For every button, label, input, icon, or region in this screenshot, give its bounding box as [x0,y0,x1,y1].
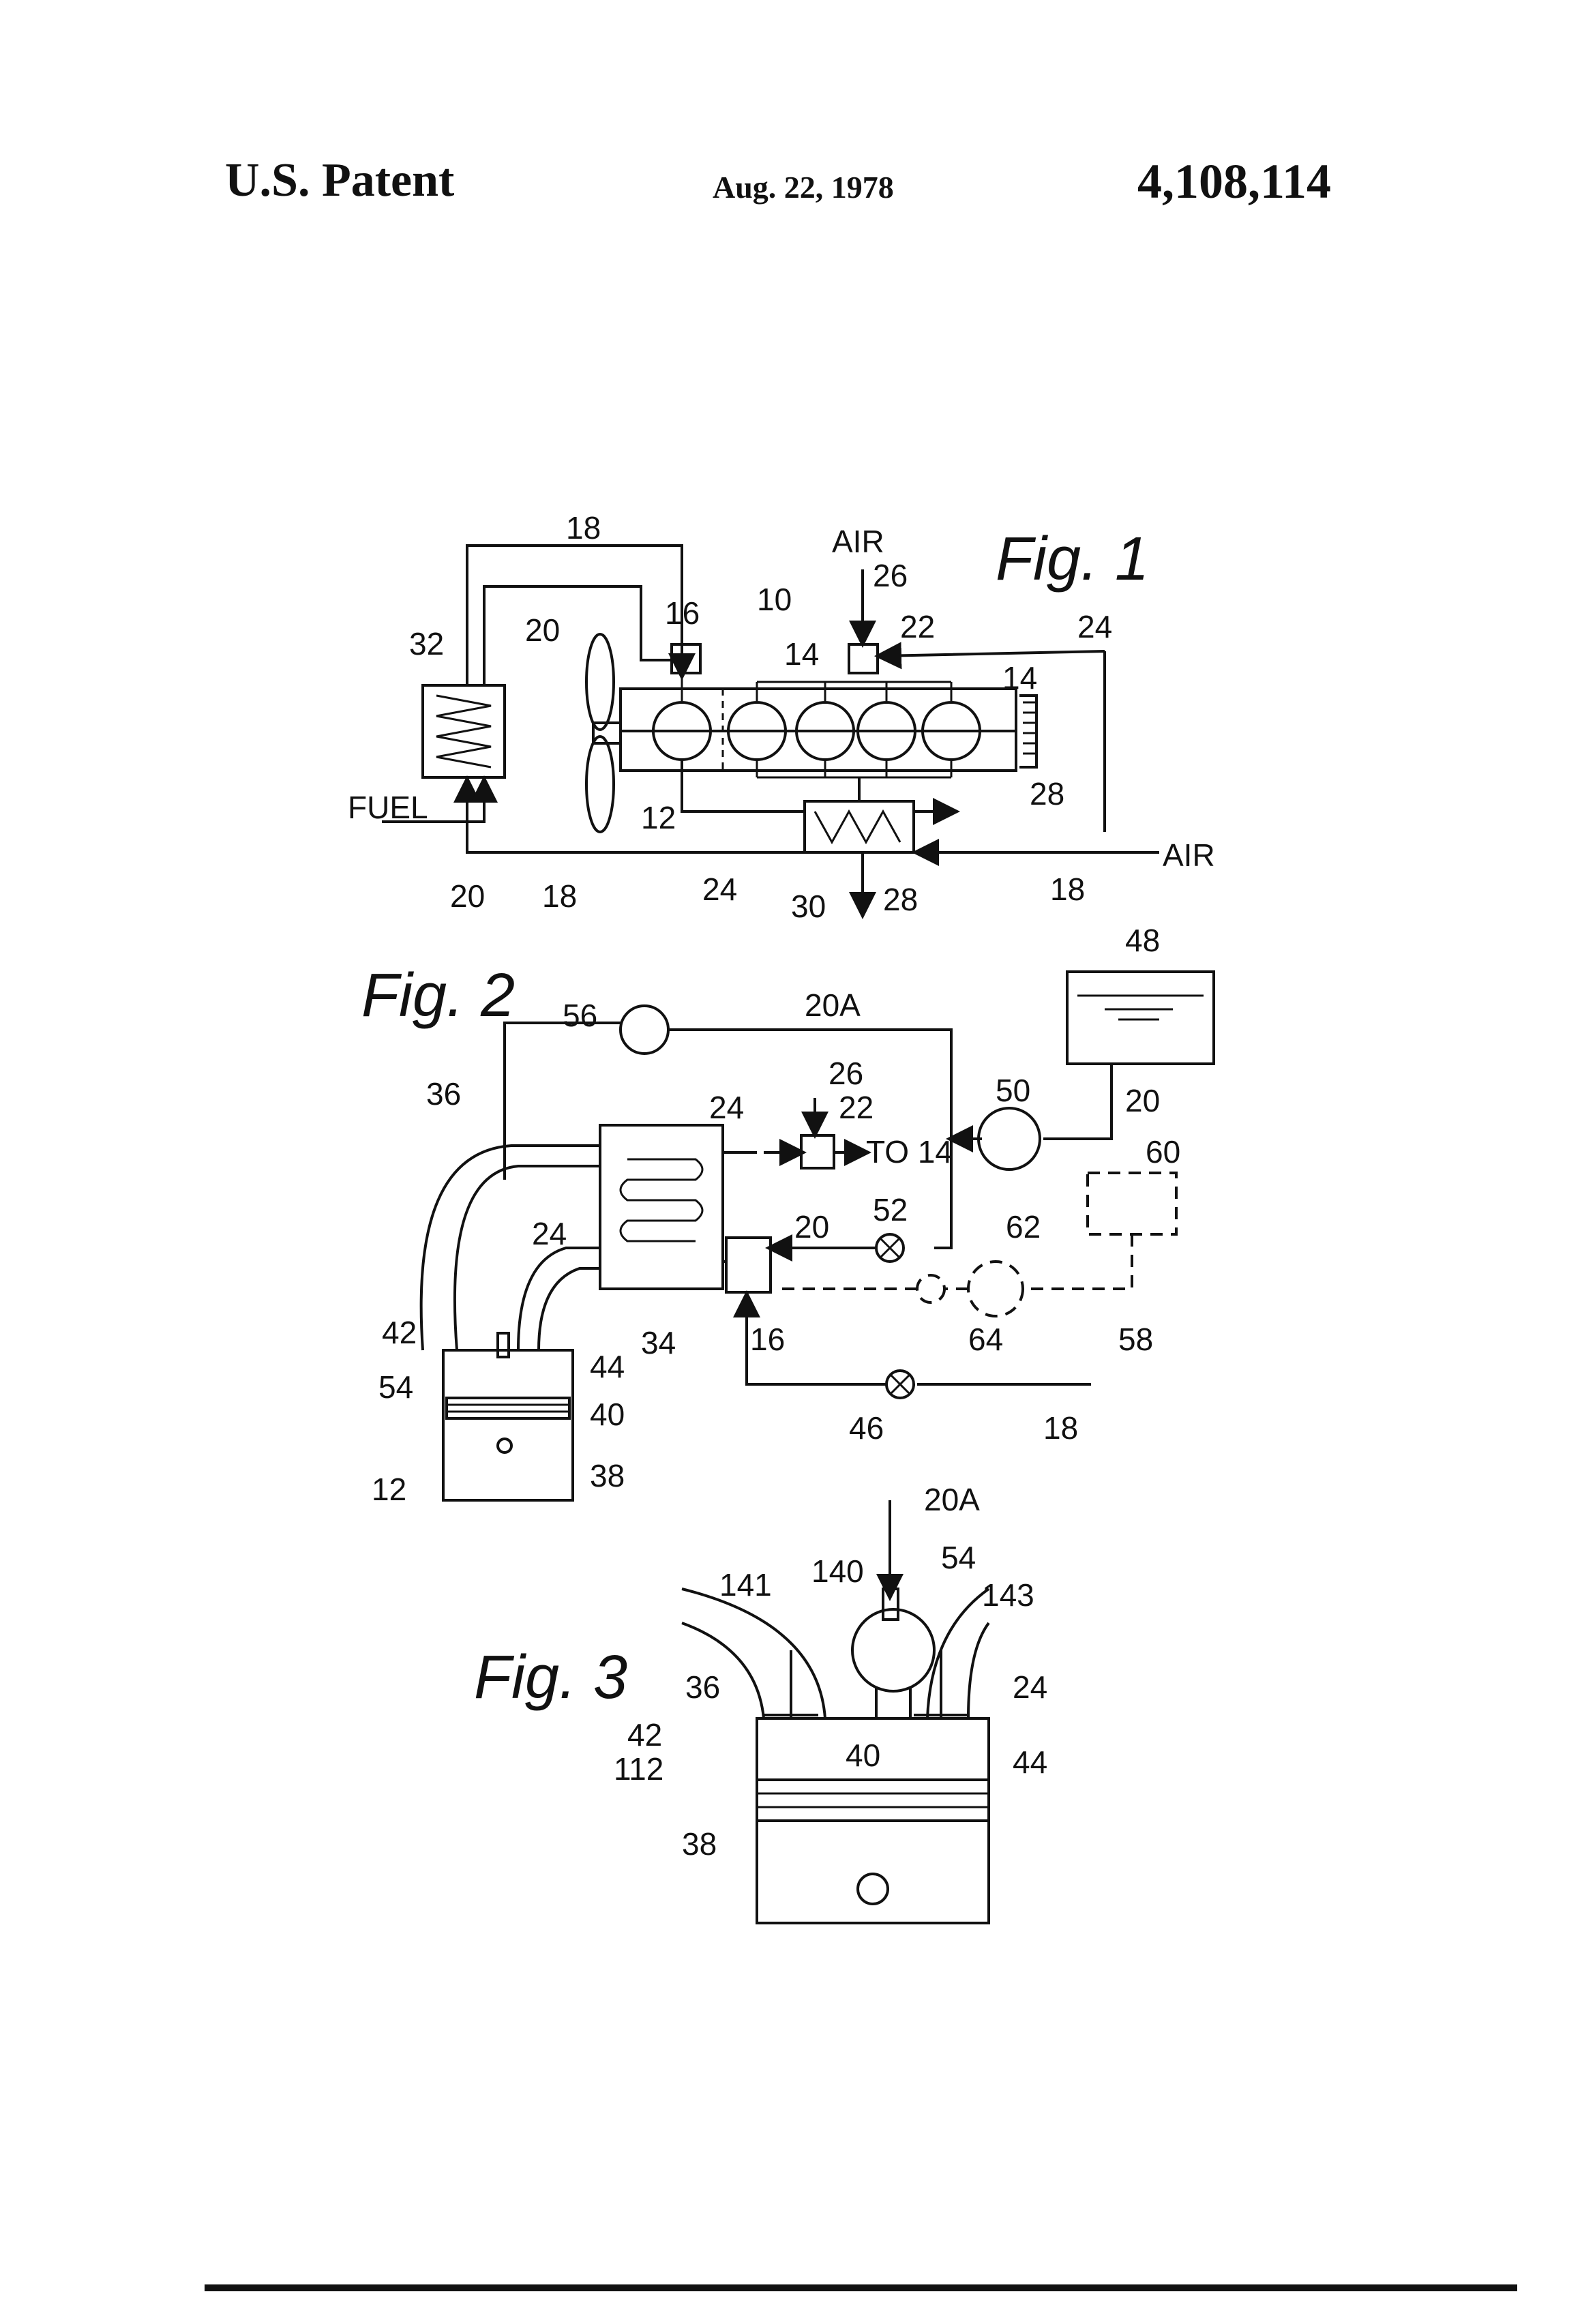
fig1-label-14-left: 14 [784,636,819,672]
fig3-drawing: Fig. 3 20A 54 141 140 143 36 24 42 40 11… [474,1482,1047,1923]
fig1-label-16: 16 [665,595,700,631]
fig1-label-30: 30 [791,889,826,924]
fig2-label-26: 26 [829,1056,863,1091]
bottom-rule [205,2284,1517,2291]
fig2-label-50: 50 [996,1073,1030,1108]
fig1-label-10: 10 [757,582,792,617]
fig3-label-112: 112 [614,1751,663,1787]
fig2-label-22: 22 [839,1090,874,1125]
fig2-box-16 [726,1238,771,1292]
fig2-label-24-left: 24 [532,1216,567,1251]
fig2-label-48: 48 [1125,923,1160,958]
fig1-label-20-top: 20 [525,612,560,648]
fig3-label-24: 24 [1013,1669,1047,1705]
fig1-label-24-top: 24 [1077,609,1112,644]
fig2-label-20A: 20A [805,987,861,1023]
fig1-label-12: 12 [641,800,676,835]
fig1-label-32: 32 [409,626,444,661]
fig2-label-44: 44 [590,1349,625,1384]
fig1-line-18-top [467,546,682,685]
fig2-label-18: 18 [1043,1410,1078,1446]
fig1-box-22 [849,644,878,673]
fig1-label-18: 18 [566,510,601,546]
fig3-label-140: 140 [811,1553,864,1589]
fig2-tank-48 [1067,972,1214,1064]
fig1-title: Fig. 1 [996,525,1149,593]
fig3-label-38: 38 [682,1826,717,1862]
fig2-heat-exchanger-34 [600,1125,723,1289]
fig2-pump-50 [979,1108,1040,1170]
fig1-label-28-right: 28 [1030,776,1064,811]
fig2-label-46: 46 [849,1410,884,1446]
fig1-label-20-bottom: 20 [450,878,485,914]
fig2-label-to-14: TO 14 [866,1134,953,1170]
fig2-title: Fig. 2 [361,962,515,1030]
fig3-label-40: 40 [846,1738,880,1773]
fig2-label-40: 40 [590,1397,625,1432]
fig1-label-28-bottom: 28 [883,882,918,917]
fig2-drawing: Fig. 2 [361,923,1214,1507]
fig3-label-141: 141 [719,1567,772,1603]
fig2-label-54: 54 [378,1369,413,1405]
fig3-label-44: 44 [1013,1744,1047,1780]
fig2-valve-64 [917,1275,944,1302]
fig2-label-34: 34 [641,1325,676,1360]
fig3-prechamber-140 [852,1609,934,1691]
fig1-label-24-bottom: 24 [702,872,737,907]
fig3-label-36: 36 [685,1669,720,1705]
fig2-label-12: 12 [372,1472,406,1507]
fig3-label-20A: 20A [924,1482,980,1517]
fig2-label-20-mid: 20 [794,1209,829,1245]
fig2-label-58: 58 [1118,1322,1153,1357]
fig2-pump-56 [621,1006,668,1054]
fig2-label-64: 64 [968,1322,1003,1357]
fig2-box-22 [801,1135,834,1168]
fig3-title: Fig. 3 [474,1643,627,1712]
fig2-label-20-right: 20 [1125,1083,1160,1118]
fig3-piston-38 [757,1780,989,1821]
fig3-label-42: 42 [627,1717,662,1753]
fig1-label-14-right: 14 [1002,660,1037,696]
fig2-label-36: 36 [426,1076,461,1112]
fig2-label-60: 60 [1146,1134,1180,1170]
fig1-label-air-top: AIR [832,524,884,559]
fig1-label-18-right: 18 [1050,872,1085,907]
fig1-label-air-right: AIR [1163,837,1215,873]
fig2-cylinder-12 [443,1350,573,1500]
fig2-label-16: 16 [750,1322,785,1357]
fig1-drawing: 18 AIR 26 16 10 20 22 24 32 14 14 FUEL 1… [348,510,1215,924]
fig2-label-42: 42 [382,1315,417,1350]
fig2-pump-62 [968,1262,1023,1316]
fig2-label-38: 38 [590,1458,625,1493]
fig2-injector-54 [498,1333,509,1357]
fig1-heat-exchanger-30 [805,801,914,852]
fig2-tank-60 [1088,1173,1176,1234]
fig1-label-fuel: FUEL [348,790,428,825]
fig2-label-52: 52 [873,1192,908,1227]
fig3-label-143: 143 [982,1577,1034,1613]
fig2-label-24-top: 24 [709,1090,744,1125]
fig2-label-56: 56 [563,998,597,1033]
fig3-label-54: 54 [941,1540,976,1575]
fig1-label-26: 26 [873,558,908,593]
fig1-label-22: 22 [900,609,935,644]
fig2-label-62: 62 [1006,1209,1041,1245]
fig1-label-18-bottom: 18 [542,878,577,914]
fig1-box-16 [672,644,700,673]
